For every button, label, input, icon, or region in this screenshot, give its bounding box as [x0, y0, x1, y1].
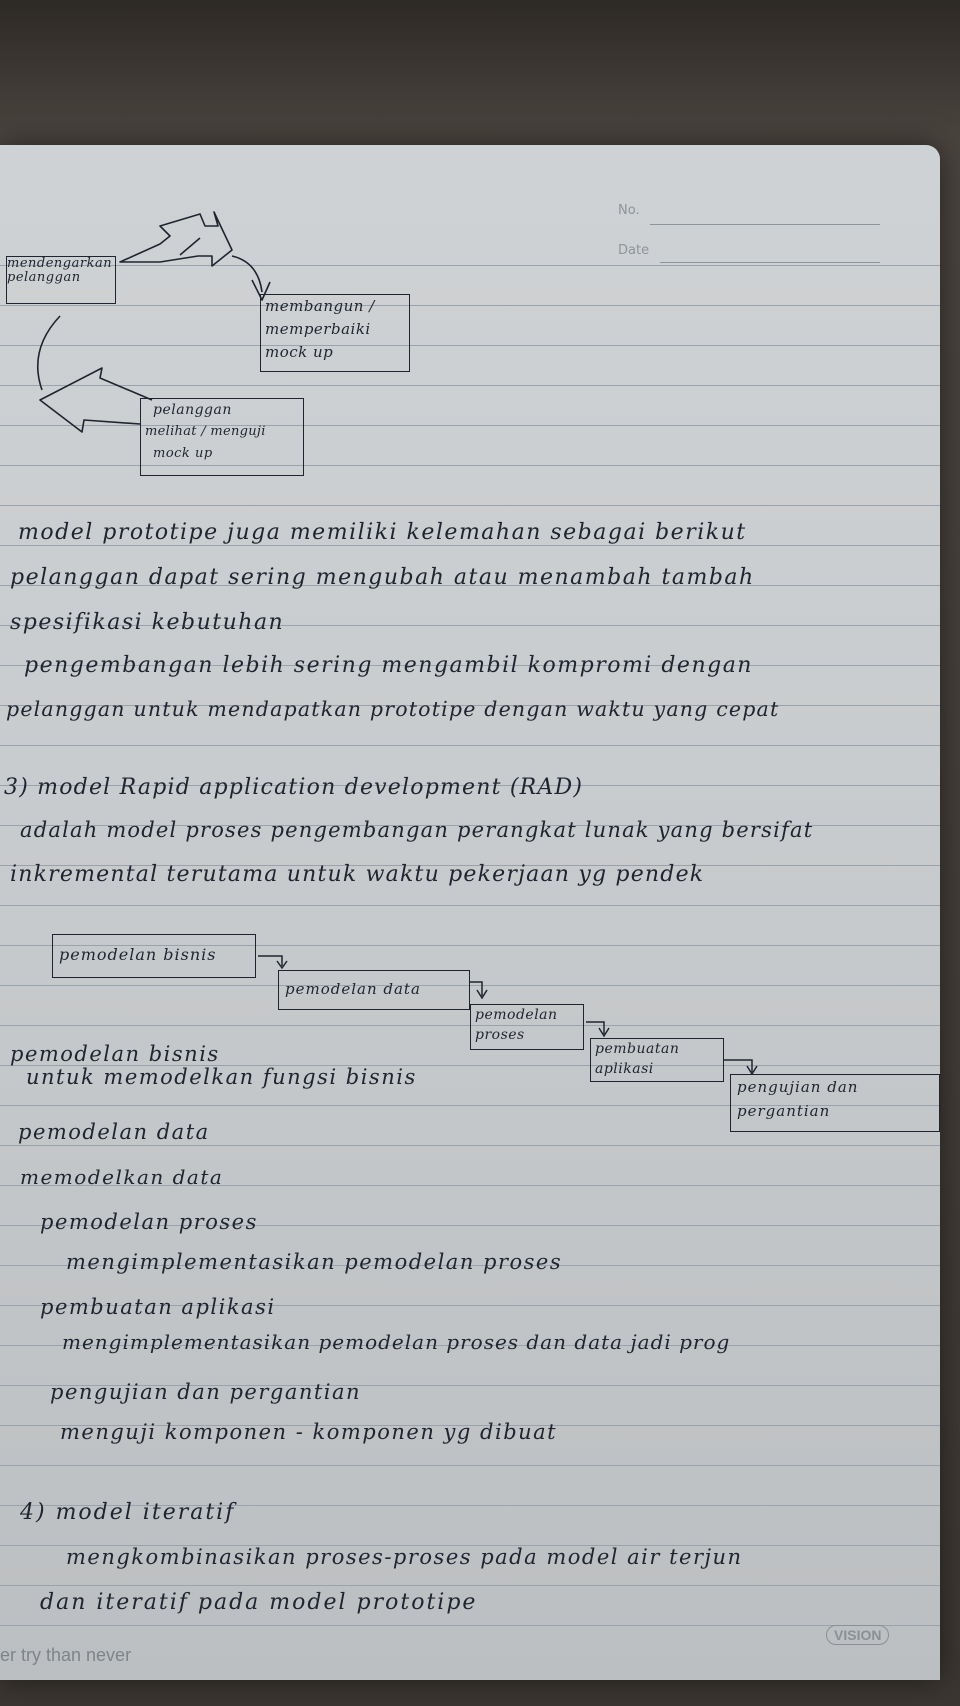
box-customer-test: pelanggan melihat / menguji mock up — [140, 398, 304, 476]
box-build-line1: membangun / — [265, 297, 375, 315]
rad-box-testing-text: pengujian dan pergantian — [737, 1078, 859, 1120]
rad-box-business: pemodelan bisnis — [52, 934, 256, 978]
rad-box-data-text: pemodelan data — [285, 980, 421, 998]
section3-heading: 3) model Rapid application development (… — [4, 775, 584, 800]
box-listen-customer-text: mendengarkan pelanggan — [7, 256, 113, 285]
section3-line1: adalah model proses pengembangan perangk… — [20, 818, 814, 842]
rad-note-7: pembuatan aplikasi — [40, 1295, 276, 1319]
rad-box-testing: pengujian dan pergantian — [730, 1074, 940, 1132]
rad-note-3: pemodelan data — [18, 1120, 210, 1144]
rad-note-4: memodelkan data — [20, 1165, 224, 1189]
date-line — [660, 262, 880, 263]
footer-slogan: er try than never — [0, 1645, 132, 1665]
rad-box-process-text: pemodelan proses — [475, 1007, 558, 1043]
rad-box-data: pemodelan data — [278, 970, 470, 1010]
date-label: Date — [618, 243, 650, 258]
box-build-line2: memperbaiki — [265, 320, 371, 338]
section4-line1: mengkombinasikan proses-proses pada mode… — [66, 1545, 743, 1569]
box-test-line3: mock up — [153, 446, 213, 461]
no-line — [650, 224, 880, 225]
para1-line2: pelanggan dapat sering mengubah atau men… — [10, 565, 755, 590]
para1-line4: pengembangan lebih sering mengambil komp… — [24, 653, 753, 678]
para1-line3: spesifikasi kebutuhan — [10, 610, 285, 635]
brand-logo: VISION — [826, 1625, 890, 1645]
para1-line1: model prototipe juga memiliki kelemahan … — [18, 520, 747, 545]
rad-note-5: pemodelan proses — [40, 1210, 258, 1234]
rad-note-9: pengujian dan pergantian — [50, 1380, 362, 1404]
box-listen-customer: mendengarkan pelanggan — [6, 256, 116, 304]
rad-note-2: untuk memodelkan fungsi bisnis — [26, 1065, 417, 1089]
rad-box-business-text: pemodelan bisnis — [59, 945, 217, 964]
box-build-line3: mock up — [265, 343, 334, 361]
section4-line2: dan iteratif pada model prototipe — [40, 1590, 478, 1615]
box-test-line1: pelanggan — [153, 402, 232, 418]
rad-box-process: pemodelan proses — [470, 1004, 584, 1050]
rad-box-application: pembuatan aplikasi — [590, 1038, 724, 1082]
rad-note-8: mengimplementasikan pemodelan proses dan… — [62, 1330, 731, 1354]
section3-line2: inkremental terutama untuk waktu pekerja… — [10, 862, 705, 887]
box-build-mockup: membangun / memperbaiki mock up — [260, 294, 410, 372]
no-label: No. — [618, 203, 640, 218]
rad-note-10: menguji komponen - komponen yg dibuat — [60, 1420, 558, 1444]
rad-box-application-text: pembuatan aplikasi — [595, 1041, 680, 1077]
box-test-line2: melihat / menguji — [145, 424, 266, 439]
rad-note-1: pemodelan bisnis — [10, 1042, 220, 1066]
rad-note-6: mengimplementasikan pemodelan proses — [66, 1250, 563, 1274]
section4-heading: 4) model iteratif — [20, 1500, 236, 1525]
para1-line5: pelanggan untuk mendapatkan prototipe de… — [6, 697, 780, 721]
